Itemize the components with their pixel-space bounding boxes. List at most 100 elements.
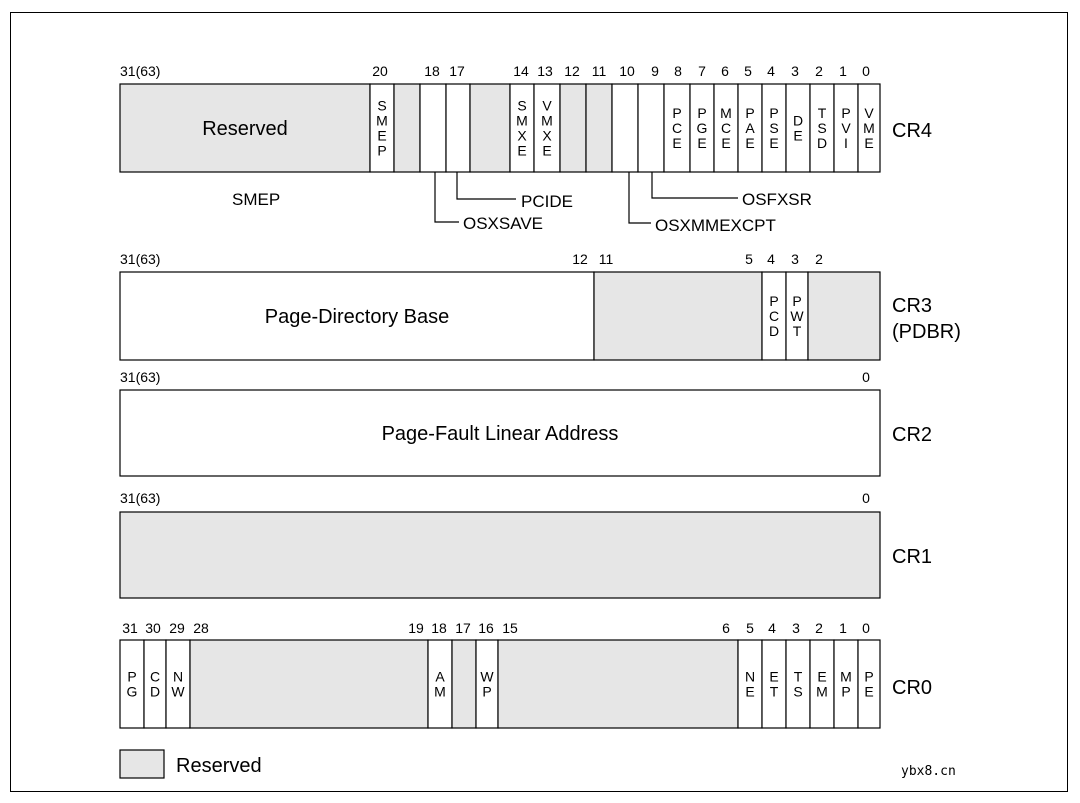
bit-number: 9 (651, 63, 659, 79)
bit-number: 17 (455, 620, 471, 636)
field-pcd (761, 271, 787, 361)
field-bit (637, 83, 665, 173)
figure-frame (10, 12, 1068, 792)
bit-number: 31(63) (120, 63, 160, 79)
bit-number: 2 (815, 620, 823, 636)
bit-number: 5 (746, 620, 754, 636)
field-smep (369, 83, 395, 173)
leader-line-osxsave (434, 172, 459, 223)
bit-number: 19 (408, 620, 424, 636)
bit-number: 0 (862, 490, 870, 506)
bit-number: 31(63) (120, 251, 160, 267)
register-name-cr2: CR2 (892, 424, 932, 446)
bit-number: 11 (599, 251, 614, 267)
bit-number: 20 (372, 63, 388, 79)
field-vme (857, 83, 881, 173)
field-et (761, 639, 787, 729)
reserved-field (119, 83, 371, 173)
field-bit (611, 83, 639, 173)
bit-number: 7 (698, 63, 706, 79)
field-bit (419, 83, 447, 173)
bit-number: 13 (537, 63, 553, 79)
register-name-cr3: CR3 (892, 295, 932, 317)
bit-number: 15 (502, 620, 518, 636)
reserved-field (469, 83, 511, 173)
legend-swatch (119, 749, 165, 779)
bit-number: 14 (513, 63, 529, 79)
bit-number: 1 (839, 63, 847, 79)
field-pse (761, 83, 787, 173)
bit-number: 6 (721, 63, 729, 79)
reserved-field (497, 639, 739, 729)
bit-number: 0 (862, 369, 870, 385)
bit-number: 31(63) (120, 369, 160, 385)
annotation-osfxsr: OSFXSR (742, 190, 812, 209)
field-label-page-fault-linear-address: Page-Fault Linear Address (382, 423, 619, 445)
bit-number: 4 (767, 251, 775, 267)
field-pce (663, 83, 691, 173)
annotation-smep: SMEP (232, 190, 280, 209)
field-vmxe (533, 83, 561, 173)
bit-number: 0 (862, 63, 870, 79)
bit-number: 2 (815, 251, 823, 267)
bit-number: 30 (145, 620, 161, 636)
register-name-cr1: CR1 (892, 546, 932, 568)
field-pae (737, 83, 763, 173)
bit-number: 31(63) (120, 490, 160, 506)
field-de (785, 83, 811, 173)
field-label-reserved: Reserved (202, 118, 288, 140)
bit-number: 12 (572, 251, 588, 267)
register-name-cr4: CR4 (892, 120, 932, 142)
bit-number: 5 (744, 63, 752, 79)
reserved-field (189, 639, 429, 729)
register-name-cr0: CR0 (892, 677, 932, 699)
bit-number: 8 (674, 63, 682, 79)
bit-number: 6 (722, 620, 730, 636)
bit-number: 5 (745, 251, 753, 267)
leader-line-pcide (456, 172, 516, 200)
field-tsd (809, 83, 835, 173)
field-bit (445, 83, 471, 173)
bit-number: 0 (862, 620, 870, 636)
bit-number: 28 (193, 620, 209, 636)
reserved-field (119, 511, 881, 599)
annotation-pcide: PCIDE (521, 192, 573, 211)
bit-number: 4 (768, 620, 776, 636)
field-pge (689, 83, 715, 173)
annotation-osxmmexcpt: OSXMMEXCPT (655, 216, 776, 235)
bit-number: 4 (767, 63, 775, 79)
leader-line-osfxsr (651, 172, 738, 199)
field-label-page-directory-base: Page-Directory Base (265, 306, 450, 328)
bit-number: 16 (478, 620, 494, 636)
reserved-field (559, 83, 587, 173)
field-mce (713, 83, 739, 173)
legend: Reserved (119, 749, 262, 779)
watermark: ybx8.cn (901, 764, 956, 779)
field-page-directory-base (119, 271, 595, 361)
